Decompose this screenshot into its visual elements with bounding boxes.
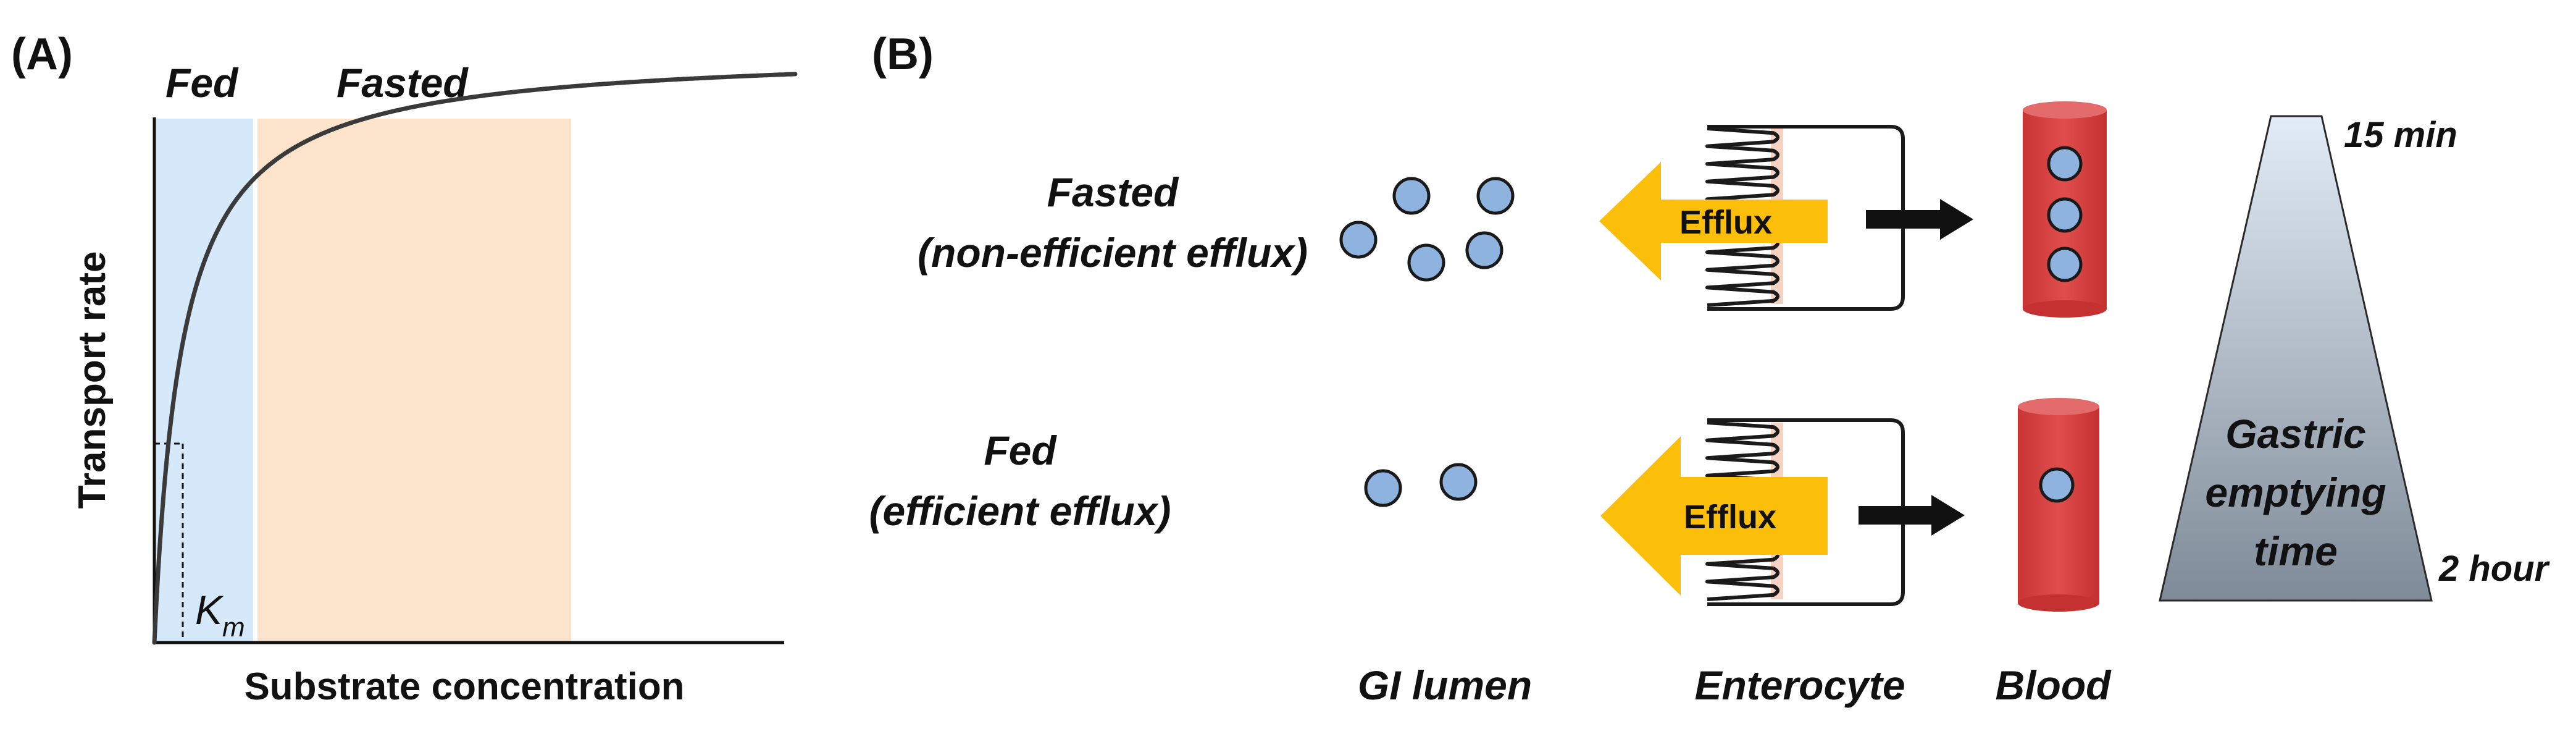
molecule: [2039, 467, 2075, 503]
absorption-arrow: [1859, 495, 1965, 536]
gastric-top-label: 15 min: [2344, 115, 2457, 155]
molecule: [1339, 221, 1378, 259]
molecule: [2047, 197, 2083, 233]
panel-a: (A) Fed Fasted Km Transport rate Substra…: [11, 30, 798, 708]
molecule: [1439, 463, 1478, 501]
efflux-arrow: [1599, 162, 1828, 281]
fasted-region: [257, 119, 571, 643]
gastric-emptying-indicator: Gastric emptying time 15 min 2 hour: [2159, 115, 2551, 602]
fed-blood-vessel: [2018, 398, 2099, 612]
efflux-label: Efflux: [1679, 204, 1772, 241]
absorption-arrow: [1866, 199, 1973, 240]
fasted-region-label: Fasted: [337, 60, 469, 106]
molecule: [1407, 243, 1445, 282]
gastric-bottom-label: 2 hour: [2438, 549, 2551, 589]
blood-vessel-bottom: [2018, 594, 2099, 612]
column-label-gi-lumen: GI lumen: [1358, 662, 1532, 708]
fasted-lumen-molecules: [1339, 177, 1515, 282]
panel-b-label: (B): [872, 30, 934, 79]
molecule: [1392, 177, 1431, 215]
fed-row-subtitle: (efficient efflux): [869, 488, 1171, 534]
x-axis-label: Substrate concentration: [244, 665, 684, 708]
column-label-enterocyte: Enterocyte: [1694, 662, 1905, 708]
molecule: [1465, 231, 1503, 269]
fed-row-title: Fed: [984, 428, 1057, 473]
fasted-row-subtitle: (non-efficient efflux): [918, 230, 1308, 276]
blood-vessel-body: [2018, 407, 2099, 603]
blood-vessel-top: [2018, 398, 2099, 415]
gastric-line-2: emptying: [2205, 470, 2386, 515]
panel-b: (B) Fasted (non-efficient efflux) Fed (e…: [869, 30, 2551, 708]
fed-lumen-molecules: [1364, 463, 1478, 507]
molecule: [2047, 247, 2083, 282]
gastric-line-3: time: [2254, 528, 2338, 574]
gastric-trapezoid: [2159, 115, 2433, 602]
molecule: [1476, 177, 1515, 215]
fasted-enterocyte: Efflux: [1599, 125, 1973, 311]
fasted-row-title: Fasted: [1047, 169, 1179, 215]
y-axis-label: Transport rate: [71, 251, 114, 509]
fed-region: [156, 119, 253, 643]
fed-region-label: Fed: [165, 60, 239, 106]
saturation-curve: [152, 72, 798, 645]
column-label-blood: Blood: [1996, 662, 2112, 708]
gastric-line-1: Gastric: [2225, 411, 2365, 457]
fasted-blood-vessel: [2023, 101, 2107, 318]
blood-vessel-bottom: [2023, 300, 2107, 318]
molecule: [2047, 146, 2083, 182]
km-label: Km: [195, 587, 245, 643]
efflux-label: Efflux: [1684, 499, 1776, 536]
efflux-arrow: [1600, 436, 1828, 596]
fed-enterocyte: Efflux: [1600, 418, 1965, 606]
blood-vessel-top: [2023, 101, 2107, 119]
panel-a-label: (A): [11, 30, 73, 79]
molecule: [1364, 469, 1402, 507]
